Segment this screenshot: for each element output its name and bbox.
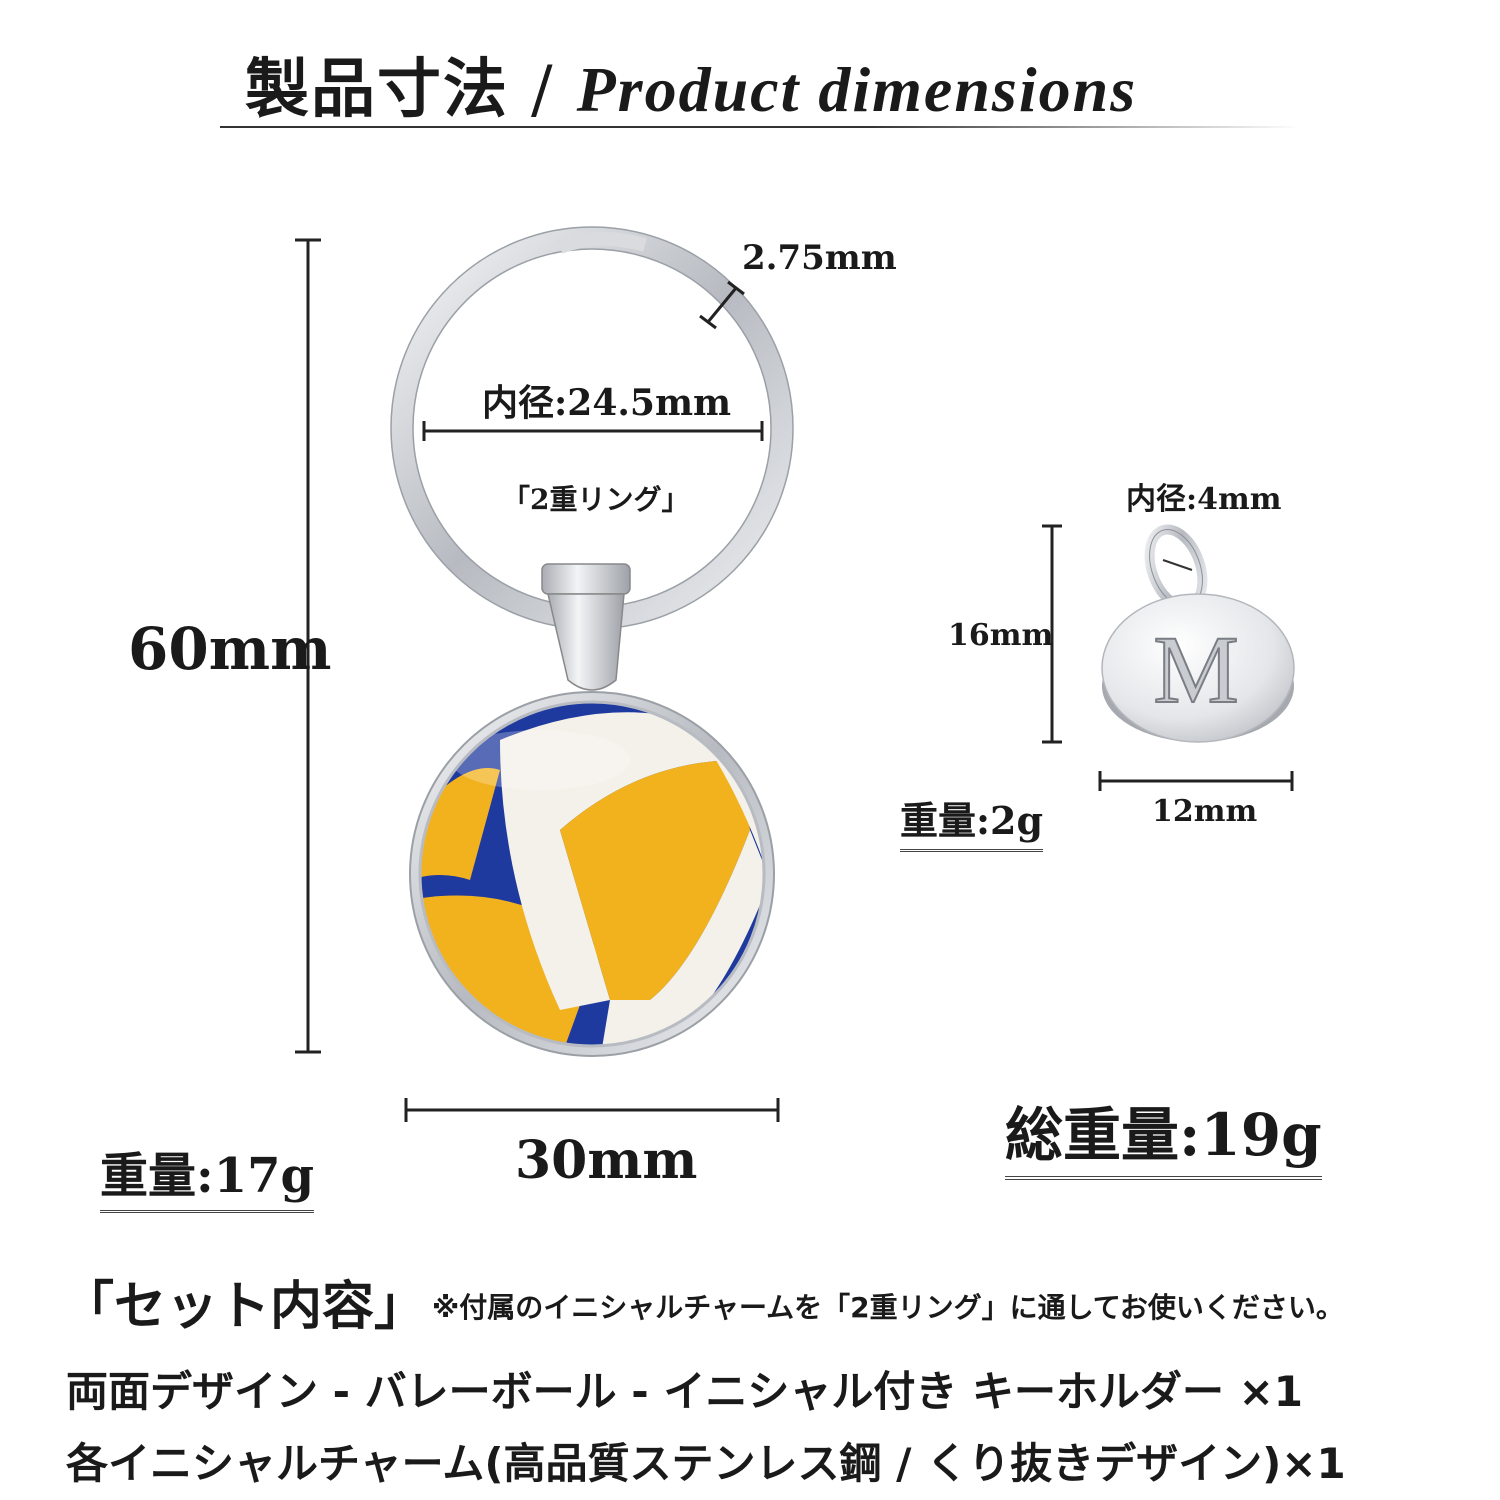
ring-thickness-label: 2.75mm bbox=[742, 238, 897, 278]
ring-inner-diameter-line bbox=[422, 421, 764, 441]
charm-width-line bbox=[1098, 771, 1294, 791]
title-separator: / bbox=[531, 53, 555, 127]
charm-weight-label: 重量:2g bbox=[900, 790, 1044, 852]
charm-height-label: 16mm bbox=[948, 618, 1054, 653]
set-contents-item-1: 両面デザイン - バレーボール - イニシャル付き キーホルダー ×1 bbox=[66, 1367, 1304, 1416]
ring-thickness-line bbox=[699, 280, 745, 330]
charm-letter: M bbox=[1153, 616, 1238, 723]
charm-inner-diameter-label: 内径:4mm bbox=[1126, 482, 1282, 517]
width-dimension-line bbox=[404, 1098, 780, 1122]
initial-charm: M bbox=[1101, 524, 1295, 743]
title-en: Product dimensions bbox=[576, 54, 1138, 125]
charm-width-label: 12mm bbox=[1152, 794, 1258, 829]
ring-inner-diameter-label: 内径:24.5mm bbox=[482, 382, 732, 424]
volleyball-pendant bbox=[409, 691, 775, 1057]
keychain-height-label: 60mm bbox=[128, 615, 332, 683]
title-underline bbox=[220, 126, 1300, 128]
charm-height-line bbox=[1042, 524, 1062, 744]
keychain-width-label: 30mm bbox=[515, 1130, 698, 1191]
ring-name-label: 「2重リング」 bbox=[502, 483, 690, 516]
height-dimension-line bbox=[295, 238, 321, 1054]
keychain-weight-label: 重量:17g bbox=[100, 1136, 315, 1213]
set-contents-note: ※付属のイニシャルチャームを「2重リング」に通してお使いください。 bbox=[432, 1291, 1344, 1324]
set-contents-title: 「セット内容」 bbox=[62, 1277, 427, 1337]
total-weight-label: 総重量:19g bbox=[1005, 1088, 1322, 1180]
page-title: 製品寸法 / Product dimensions bbox=[245, 38, 1137, 130]
title-jp: 製品寸法 bbox=[245, 53, 509, 127]
pendant-bail bbox=[541, 563, 631, 691]
set-contents-item-2: 各イニシャルチャーム(高品質ステンレス鋼 / くり抜きデザイン)×1 bbox=[66, 1439, 1346, 1488]
